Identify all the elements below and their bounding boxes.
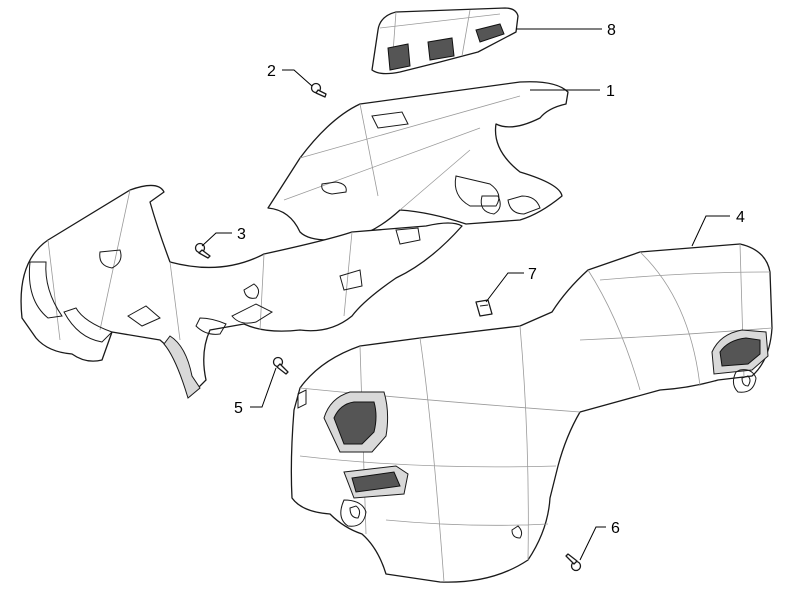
part-5-screw (272, 356, 289, 375)
leader-2 (282, 69, 313, 87)
leader-lines (201, 28, 730, 561)
callout-8: 8 (607, 22, 616, 39)
callout-2: 2 (267, 63, 276, 80)
part-2-screw (310, 82, 327, 98)
leader-5 (250, 367, 277, 408)
part-8-switch-cover (371, 7, 519, 75)
callout-7: 7 (528, 266, 537, 283)
callout-4: 4 (736, 209, 745, 226)
callout-5: 5 (234, 400, 243, 417)
callout-1: 1 (606, 83, 615, 100)
leader-6 (579, 526, 606, 561)
part-4-front-handlebar-cover (290, 243, 773, 583)
lower-handlebar-cover (20, 184, 463, 399)
leader-3 (201, 232, 232, 247)
callout-labels: 1 2 3 4 5 6 7 8 (234, 22, 745, 537)
part-6-screw (565, 553, 582, 572)
part-7-clip (475, 299, 493, 317)
callout-3: 3 (237, 226, 246, 243)
callout-6: 6 (611, 520, 620, 537)
leader-7 (485, 272, 524, 303)
leader-4 (691, 215, 730, 247)
part-1-upper-handlebar-cover (267, 81, 569, 241)
